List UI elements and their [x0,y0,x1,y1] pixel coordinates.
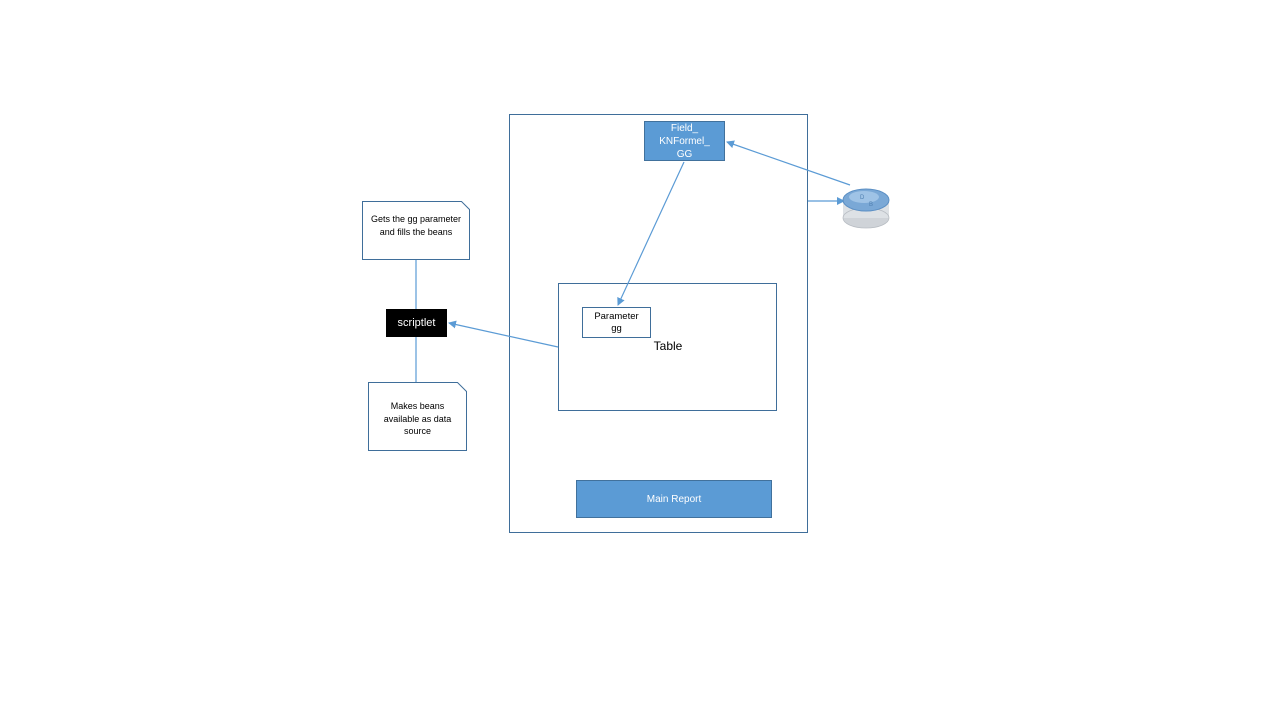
arrow-db-to-field [726,140,851,186]
arrow-table-to-scriptlet [448,320,559,348]
database-icon: D B [842,188,890,229]
parameter-label-line-2: gg [611,323,622,334]
note-gets-parameter: Gets the gg parameter and fills the bean… [362,201,470,260]
database-letter-d: D [860,195,865,201]
table-label: Table [653,339,683,353]
note-bottom-shape [368,382,467,451]
parameter-label-line-1: Parameter [594,311,639,322]
main-report-box: Main Report [576,480,772,518]
field-label-line-2: KNFormel_ [659,136,710,147]
field-label-line-1: Field_ [670,123,699,134]
arrow-field-to-parameter [617,161,685,306]
field-knformel-gg-box: Field_ KNFormel_ GG [644,121,725,161]
note-makes-beans-available: Makes beans available as data source [368,382,467,451]
database-letter-b: B [869,202,873,208]
scriptlet-box: scriptlet [386,309,447,337]
note-top-text: Gets the gg parameter and fills the bean… [370,214,462,237]
note-bottom-text: Makes beans available as data source [383,401,452,436]
table-box [558,283,777,411]
note-top-shape [362,201,470,260]
parameter-gg-box: Parameter gg [582,307,651,338]
main-report-label: Main Report [646,493,702,505]
scriptlet-label: scriptlet [397,317,436,329]
field-label-line-3: GG [676,149,693,160]
